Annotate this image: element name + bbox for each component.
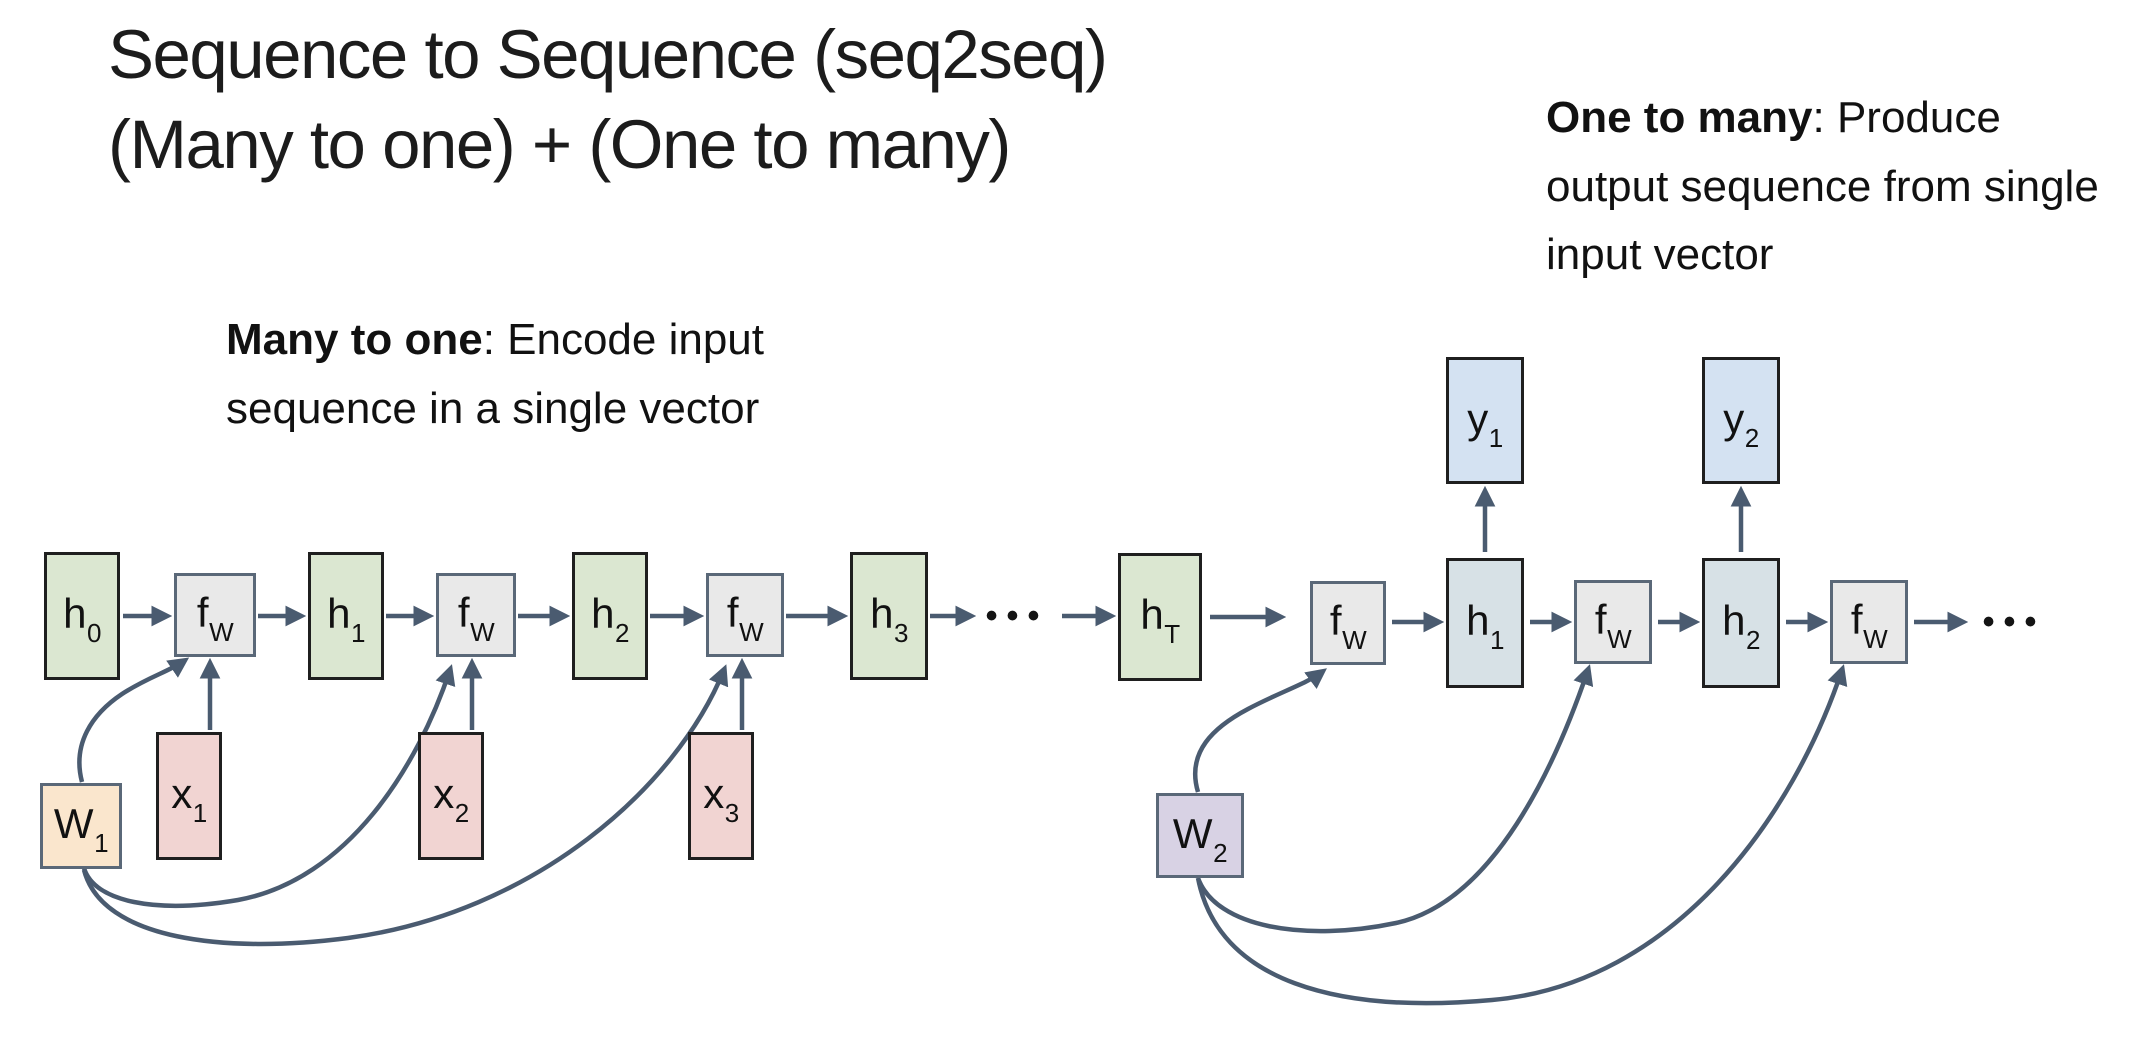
input-x1-box: x1 — [156, 732, 222, 860]
curve-w1-to-fw3 — [81, 664, 729, 947]
output-y2-box: y2 — [1702, 357, 1780, 484]
decoder-h2-label: h2 — [1722, 597, 1761, 656]
decoder-fw2-box: fW — [1574, 580, 1652, 664]
weight-w2-box: W2 — [1156, 793, 1244, 878]
input-x3-label: x3 — [703, 770, 740, 829]
title-line-2: (Many to one) + (One to many) — [108, 105, 1011, 183]
encoder-ellipsis: ••• — [985, 597, 1049, 635]
encoder-h0-label: h0 — [63, 590, 102, 649]
many-to-one-annotation: Many to one: Encode input sequence in a … — [226, 315, 765, 433]
output-y2-label: y2 — [1723, 394, 1760, 453]
encoder-h2-box: h2 — [572, 552, 648, 680]
page-title: Sequence to Sequence (seq2seq) (Many to … — [108, 10, 1108, 189]
decoder-fw3-box: fW — [1830, 580, 1908, 664]
encoder-fw2-label: fW — [457, 589, 495, 648]
weight-w2-label: W2 — [1172, 809, 1228, 868]
decoder-fw3-label: fW — [1850, 596, 1888, 655]
output-y1-label: y1 — [1467, 394, 1504, 453]
decoder-fw1-label: fW — [1329, 597, 1367, 656]
curve-w2-to-fwd1 — [1192, 668, 1327, 793]
weight-w1-label: W1 — [53, 800, 109, 859]
decoder-h1-box: h1 — [1446, 558, 1524, 688]
input-x2-box: x2 — [418, 732, 484, 860]
curve-w1-to-fw1 — [77, 657, 190, 783]
encoder-fw1-label: fW — [196, 589, 234, 648]
encoder-hT-box: hT — [1118, 553, 1202, 681]
curve-w2-to-fwd2 — [1195, 664, 1594, 934]
curve-w2-to-fwd3 — [1195, 664, 1848, 1006]
decoder-fw2-label: fW — [1594, 596, 1632, 655]
decoder-fw1-box: fW — [1310, 581, 1386, 665]
encoder-h3-box: h3 — [850, 552, 928, 680]
encoder-fw1-box: fW — [174, 573, 256, 657]
input-x1-label: x1 — [171, 770, 208, 829]
decoder-h1-label: h1 — [1466, 597, 1505, 656]
encoder-hT-label: hT — [1140, 591, 1181, 650]
weight-w1-box: W1 — [40, 783, 122, 869]
encoder-fw2-box: fW — [436, 573, 516, 657]
encoder-h0-box: h0 — [44, 552, 120, 680]
curve-w1-to-fw2 — [81, 664, 456, 908]
encoder-h2-label: h2 — [591, 590, 630, 649]
decoder-ellipsis: ••• — [1982, 603, 2046, 641]
encoder-fw3-box: fW — [706, 573, 784, 657]
encoder-fw3-label: fW — [726, 589, 764, 648]
decoder-h2-box: h2 — [1702, 558, 1780, 688]
encoder-h1-label: h1 — [327, 590, 366, 649]
output-y1-box: y1 — [1446, 357, 1524, 484]
input-x3-box: x3 — [688, 732, 754, 860]
one-to-many-annotation: One to many: Produce output sequence fro… — [1546, 93, 2099, 280]
encoder-h1-box: h1 — [308, 552, 384, 680]
input-x2-label: x2 — [433, 770, 470, 829]
encoder-h3-label: h3 — [870, 590, 909, 649]
title-line-1: Sequence to Sequence (seq2seq) — [108, 16, 1108, 93]
